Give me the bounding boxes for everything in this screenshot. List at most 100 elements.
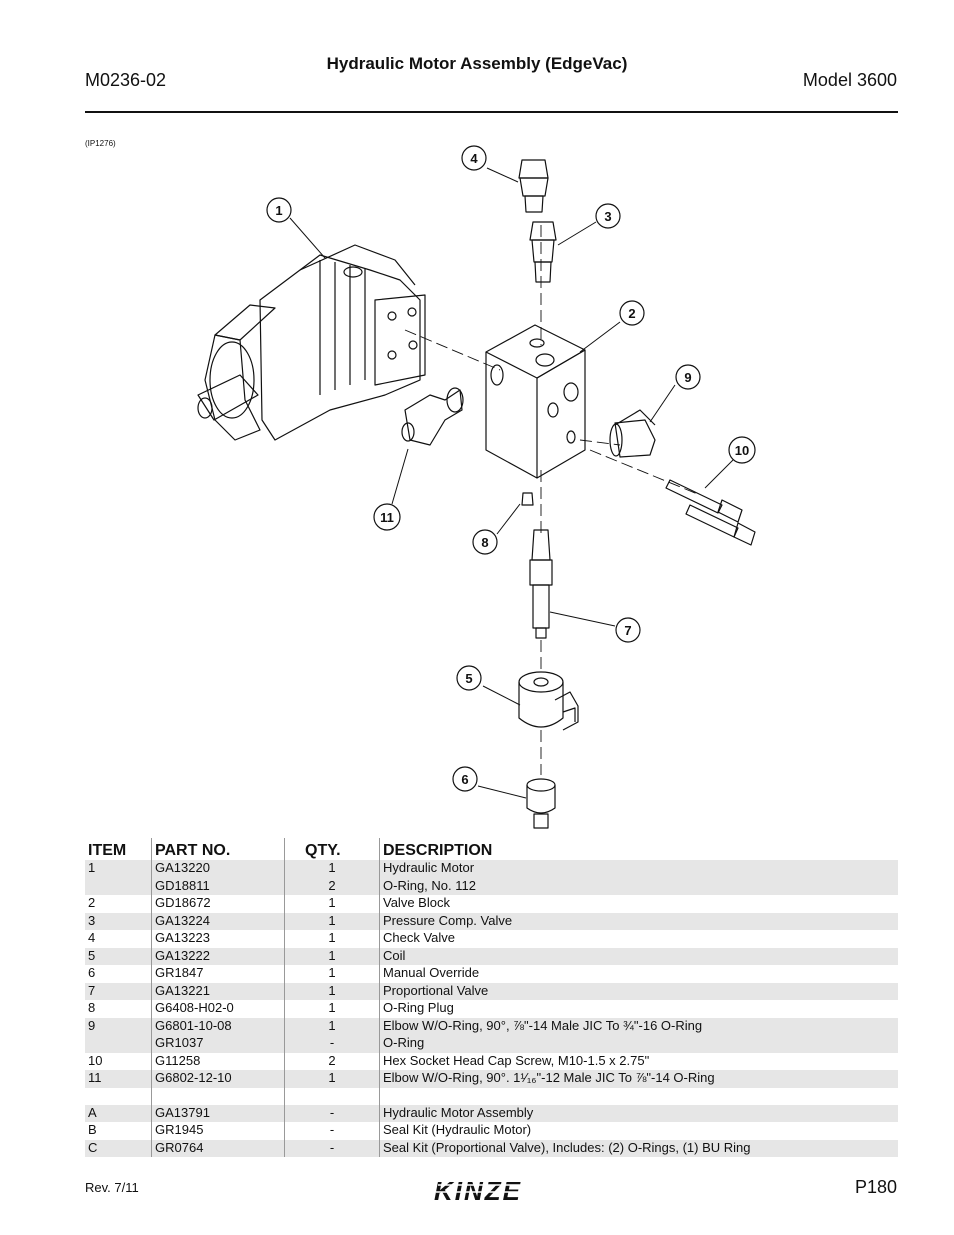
model-label: Model 3600 [802,70,897,90]
svg-text:8: 8 [481,535,488,550]
svg-text:2: 2 [628,306,635,321]
cell-description: Pressure Comp. Valve [379,912,898,930]
cell-item: 2 [88,895,96,910]
column-header-part-no: PART NO. [151,838,285,860]
cell-part-no: G11258 [151,1052,285,1070]
cell-description: O-Ring Plug [379,1000,898,1018]
cell-part-no: GR1945 [151,1122,285,1140]
callout-6: 6 [452,766,478,792]
cell-description: Seal Kit (Proportional Valve), Includes:… [379,1139,898,1157]
check-valve-part [518,159,549,213]
cell-item: B [88,1122,97,1137]
cell-part-no: G6802-12-10 [151,1070,285,1088]
cell-qty: 1 [284,1070,380,1088]
cell-description: O-Ring [379,1035,898,1053]
cell-qty: 1 [284,930,380,948]
cell-description: Hydraulic Motor [379,860,898,878]
o-ring-plug-part [521,492,534,506]
exploded-assembly-diagram: 1 2 3 4 5 6 7 8 9 10 11 [197,145,756,829]
callout-5: 5 [456,665,482,691]
header-divider [85,111,898,113]
cell-item: 7 [85,982,152,1000]
table-spacer-row [85,1087,898,1105]
cell-qty: 1 [284,895,380,913]
cell-part-no: GA13223 [151,930,285,948]
svg-text:3: 3 [604,209,611,224]
valve-block-part [485,324,586,479]
cell-part-no: GA13791 [151,1104,285,1122]
figure-reference: (IP1276) [85,139,116,148]
cell-part-no: G6408-H02-0 [151,1000,285,1018]
cell-qty: 1 [284,947,380,965]
cell-qty: - [284,1122,380,1140]
svg-text:1: 1 [275,203,282,218]
revision-label: Rev. 7/11 [85,1180,139,1195]
cell-part-no: GA13222 [151,947,285,965]
table-header-row: ITEM PART NO. QTY. DESCRIPTION [85,838,898,860]
cell-qty: 1 [284,1000,380,1018]
cell-description: Proportional Valve [379,982,898,1000]
cell-part-no: GR1037 [151,1035,285,1053]
center-lines [404,225,701,775]
cell-item: 1 [85,860,152,878]
cell-item: 11 [85,1070,152,1088]
cell-description: O-Ring, No. 112 [379,877,898,895]
pressure-comp-valve-part [529,221,557,283]
cell-qty: - [284,1035,380,1053]
cell-description: Seal Kit (Hydraulic Motor) [379,1122,898,1140]
manual-override-part [526,778,556,829]
cell-item [85,877,152,895]
cell-part-no: G6801-10-08 [151,1017,285,1035]
svg-text:4: 4 [470,151,478,166]
callout-leaders [289,167,734,799]
svg-text:9: 9 [684,370,691,385]
cell-part-no: GA13220 [151,860,285,878]
page-number: P180 [854,1177,897,1197]
cell-item: 3 [85,912,152,930]
svg-text:5: 5 [465,671,472,686]
cell-qty: - [284,1104,380,1122]
cell-part-no: GA13224 [151,912,285,930]
cell-description: Elbow W/O-Ring, 90°, ⅞"-14 Male JIC To ¾… [379,1017,898,1035]
cell-qty: - [284,1139,380,1157]
cell-part-no: GD18672 [151,895,285,913]
cell-description: Valve Block [379,895,898,913]
column-header-item: ITEM [88,842,127,859]
table-row: B GR1945-Seal Kit (Hydraulic Motor) [85,1122,898,1140]
cell-description: Manual Override [379,965,898,983]
cell-qty: 2 [284,1052,380,1070]
table-row: GR1037-O-Ring [85,1035,898,1053]
callout-8: 8 [472,529,498,555]
cell-item [85,1035,152,1053]
cell-qty: 1 [284,1017,380,1035]
cell-part-no: GD18811 [151,877,285,895]
callout-1: 1 [266,197,292,223]
cell-qty: 1 [284,860,380,878]
kinze-logo: KINZE [434,1176,544,1206]
cell-description: Hex Socket Head Cap Screw, M10-1.5 x 2.7… [379,1052,898,1070]
callout-10: 10 [728,436,756,464]
cell-qty: 1 [284,912,380,930]
cell-qty: 1 [284,965,380,983]
cap-screws-part [665,479,756,546]
proportional-valve-part [529,529,553,639]
cell-item: 6 [88,965,96,980]
cell-item: 4 [88,930,96,945]
svg-text:7: 7 [624,623,631,638]
document-number: M0236-02 [85,70,167,90]
hydraulic-motor-part [197,244,426,441]
cell-item: 8 [88,1000,96,1015]
svg-text:10: 10 [735,443,749,458]
